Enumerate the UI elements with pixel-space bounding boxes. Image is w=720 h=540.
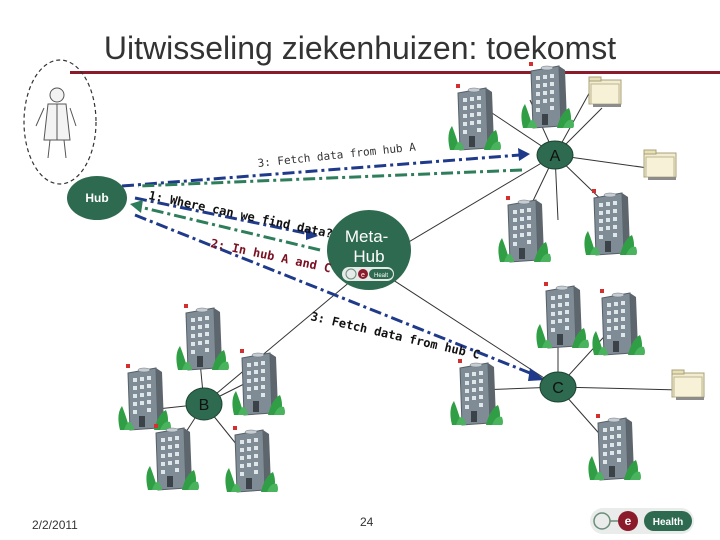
hospital-icon bbox=[231, 348, 286, 416]
hospital-icon bbox=[591, 288, 646, 356]
meta-hub-node: Meta- Hub e Healt bbox=[327, 210, 411, 290]
ehealth-logo-e: e bbox=[625, 514, 632, 528]
meta-hub-mini-logo-health: Healt bbox=[374, 273, 388, 279]
hospital-icon bbox=[587, 413, 642, 481]
folder-icon bbox=[588, 76, 622, 108]
arrow-step3c bbox=[134, 213, 536, 377]
arrow-step3a-out-head bbox=[518, 148, 530, 161]
doctor-icon bbox=[35, 87, 77, 159]
arrow-step3a-back bbox=[137, 168, 523, 188]
hospital-icon bbox=[145, 423, 200, 491]
folder-icon bbox=[671, 369, 705, 401]
hub-c-node bbox=[539, 371, 577, 403]
arrow-step1-head bbox=[306, 228, 318, 240]
hospital-icon bbox=[449, 358, 504, 426]
hub-b-node bbox=[185, 387, 223, 421]
hospital-icon bbox=[583, 188, 638, 256]
hub-c-label: C bbox=[552, 380, 564, 397]
meta-hub-mini-logo-e: e bbox=[361, 272, 365, 279]
hub-b-label: B bbox=[199, 397, 210, 414]
hospital-icon bbox=[520, 61, 575, 129]
hub-node-label: Hub bbox=[85, 191, 108, 205]
arrow-step1 bbox=[134, 196, 311, 236]
ehealth-logo: e Health bbox=[590, 508, 694, 534]
title-underline bbox=[70, 71, 720, 74]
hub-a-node bbox=[536, 140, 574, 170]
arrow-step3a-out bbox=[121, 153, 521, 188]
hospital-icon bbox=[497, 195, 552, 263]
arrow-step2 bbox=[139, 205, 321, 252]
message-arrows bbox=[121, 148, 545, 381]
arrow-step2-head bbox=[130, 200, 143, 213]
meta-hub-mini-logo: e Healt bbox=[342, 267, 394, 281]
hospital-icon bbox=[224, 425, 279, 493]
slide-title: Uitwisseling ziekenhuizen: toekomst bbox=[103, 30, 617, 66]
ehealth-logo-health: Health bbox=[653, 517, 684, 528]
hospital-icon bbox=[175, 303, 230, 371]
hospital-icon bbox=[535, 281, 590, 349]
footer-date: 2/2/2011 bbox=[32, 518, 78, 532]
hospital-icon bbox=[447, 83, 502, 151]
step3c-label: 3: Fetch data from hub C bbox=[309, 309, 481, 362]
hospital-icon bbox=[117, 363, 172, 431]
hub-a-label: A bbox=[550, 148, 561, 165]
page-number: 24 bbox=[360, 515, 374, 529]
folder-icon bbox=[643, 149, 677, 181]
doctor-group bbox=[23, 59, 97, 185]
hub-node-shape bbox=[67, 176, 127, 220]
doctor-dashed-circle bbox=[23, 59, 97, 185]
arrow-step3c-head bbox=[528, 368, 545, 381]
meta-hub-label: Meta- Hub bbox=[345, 227, 393, 266]
